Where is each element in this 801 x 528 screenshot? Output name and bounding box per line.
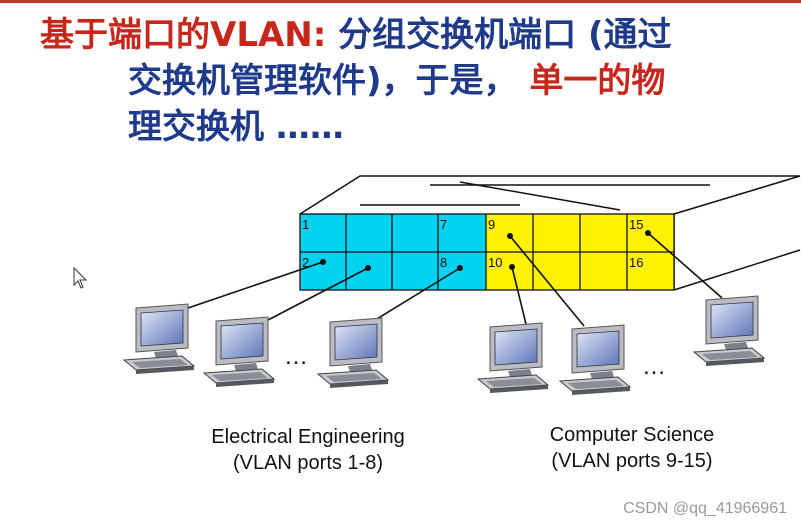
port-8-dot [457, 265, 463, 271]
computer-icon-ee-3 [317, 317, 389, 389]
title-line1-rest: 分组交换机端口 (通过 [326, 15, 672, 55]
port-15-label: 15 [629, 217, 643, 232]
port-16-label: 16 [629, 255, 643, 270]
cs-ellipsis: … [642, 353, 666, 380]
port-3-dot [365, 265, 371, 271]
title-line-2: 交换机管理软件)，于是， 单一的物 [40, 58, 780, 104]
cables [187, 232, 723, 327]
cable-port-9 [509, 235, 585, 327]
title-line-1: 基于端口的VLAN: 分组交换机端口 (通过 [40, 12, 780, 58]
computer-icon-cs-2 [559, 324, 631, 396]
port-8-label: 8 [440, 255, 447, 270]
title-prefix: 基于端口的VLAN: [40, 15, 327, 55]
ee-group-name: Electrical Engineering [211, 426, 405, 448]
title-line-3: 理交换机 …… [128, 107, 344, 147]
port-1-label: 1 [302, 217, 309, 232]
computer-icon-ee-2 [203, 316, 275, 388]
cable-port-10 [511, 266, 527, 325]
watermark: CSDN @qq_41966961 [623, 500, 787, 517]
computer-icon-cs-1 [477, 322, 549, 394]
port-15-dot [645, 230, 651, 236]
computer-icon-cs-3 [693, 295, 765, 367]
port-10-dot [509, 264, 515, 270]
cursor-icon [73, 266, 88, 289]
cable-port-2 [187, 261, 324, 309]
cable-port-8 [371, 267, 461, 323]
switch-body [299, 175, 801, 291]
cable-port-3 [267, 267, 369, 321]
port-7-label: 7 [440, 217, 447, 232]
ee-ellipsis: … [284, 343, 308, 370]
slide-title: 基于端口的VLAN: 分组交换机端口 (通过 交换机管理软件)，于是， 单一的物… [40, 12, 780, 150]
cs-group-name: Computer Science [549, 424, 715, 446]
slide-top-border [0, 0, 801, 3]
ee-group-ports: (VLAN ports 1-8) [232, 452, 384, 474]
port-panel: 1 7 9 15 2 8 10 16 [299, 213, 675, 291]
computer-icon-ee-1 [123, 303, 195, 375]
port-2-label: 2 [302, 255, 309, 270]
port-9-label: 9 [488, 217, 495, 232]
title-line2-b: 单一的物 [517, 61, 666, 101]
ee-caption: Electrical Engineering (VLAN ports 1-8) [180, 424, 436, 476]
cs-group-ports: (VLAN ports 9-15) [551, 450, 713, 472]
port-9-dot [507, 233, 513, 239]
port-10-label: 10 [488, 255, 502, 270]
port-2-dot [320, 259, 326, 265]
cable-port-15 [647, 232, 723, 299]
title-line2-a: 交换机管理软件)，于是， [128, 61, 518, 101]
cs-caption: Computer Science (VLAN ports 9-15) [520, 422, 744, 474]
